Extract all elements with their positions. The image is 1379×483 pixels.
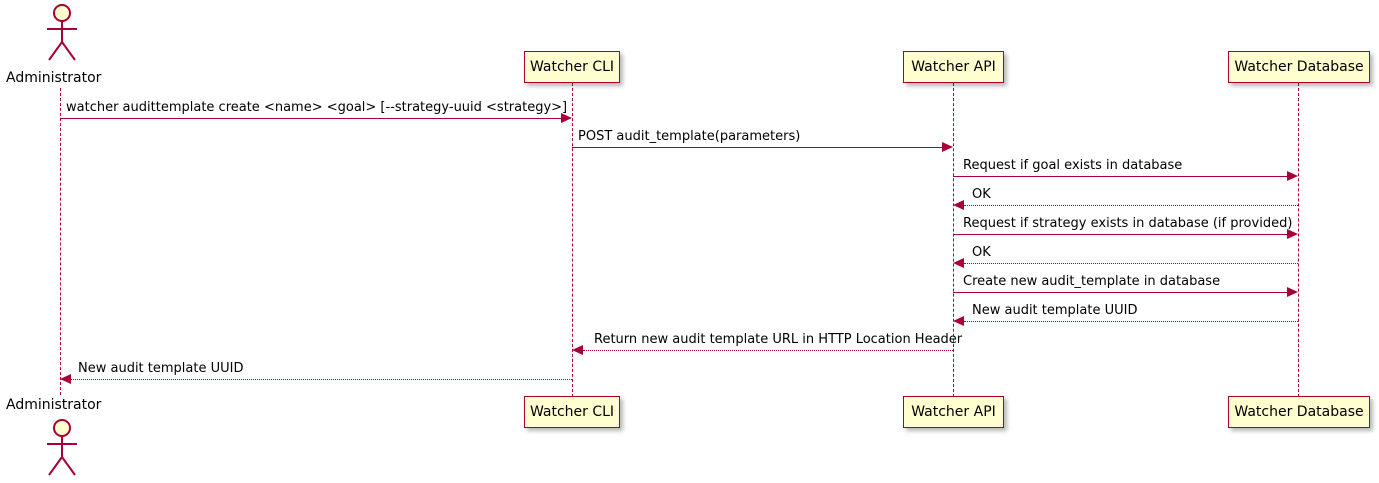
message-label-7: Create new audit_template in database <box>963 274 1221 289</box>
message-line-3 <box>953 176 1287 177</box>
message-arrowhead-7 <box>1287 287 1298 297</box>
participant-box-watcher-api-bottom[interactable]: Watcher API <box>903 396 1004 428</box>
message-label-1: watcher audittemplate create <name> <goa… <box>66 100 568 115</box>
participant-label-watcher-database-bottom: Watcher Database <box>1234 404 1364 420</box>
message-arrowhead-6 <box>953 258 964 268</box>
message-line-6 <box>964 263 1298 264</box>
actor-figure-administrator-top <box>47 4 77 61</box>
message-arrowhead-10 <box>60 374 71 384</box>
participant-label-administrator-bottom: Administrator <box>6 397 102 413</box>
message-line-4 <box>964 205 1298 206</box>
message-arrowhead-4 <box>953 200 964 210</box>
message-arrowhead-2 <box>942 142 953 152</box>
participant-box-watcher-api-top[interactable]: Watcher API <box>903 51 1004 83</box>
message-label-2: POST audit_template(parameters) <box>578 129 801 144</box>
message-line-1 <box>60 118 561 119</box>
message-line-7 <box>953 292 1287 293</box>
participant-label-watcher-database-top: Watcher Database <box>1234 59 1364 75</box>
lifeline-watcher-database <box>1298 83 1299 397</box>
message-line-9 <box>583 350 953 351</box>
lifeline-watcher-cli <box>572 83 573 397</box>
message-line-8 <box>964 321 1298 322</box>
message-arrowhead-3 <box>1287 171 1298 181</box>
message-arrowhead-9 <box>572 345 583 355</box>
participant-label-watcher-cli-bottom: Watcher CLI <box>529 404 615 420</box>
participant-label-watcher-api-bottom: Watcher API <box>911 404 996 420</box>
message-line-2 <box>572 147 942 148</box>
participant-label-administrator-top: Administrator <box>6 70 102 86</box>
message-arrowhead-5 <box>1287 229 1298 239</box>
message-arrowhead-1 <box>561 113 572 123</box>
message-label-8: New audit template UUID <box>972 303 1138 318</box>
message-label-4: OK <box>972 187 991 202</box>
lifeline-watcher-api <box>953 83 954 397</box>
lifeline-administrator <box>60 88 61 395</box>
participant-box-watcher-database-top[interactable]: Watcher Database <box>1228 51 1370 83</box>
message-arrowhead-8 <box>953 316 964 326</box>
participant-label-watcher-api-top: Watcher API <box>911 59 996 75</box>
participant-box-watcher-cli-top[interactable]: Watcher CLI <box>524 51 620 83</box>
message-line-10 <box>71 379 572 380</box>
message-label-10: New audit template UUID <box>78 361 244 376</box>
participant-box-watcher-cli-bottom[interactable]: Watcher CLI <box>524 396 620 428</box>
message-label-3: Request if goal exists in database <box>963 158 1183 173</box>
message-label-5: Request if strategy exists in database (… <box>963 216 1293 231</box>
participant-box-watcher-database-bottom[interactable]: Watcher Database <box>1228 396 1370 428</box>
message-label-9: Return new audit template URL in HTTP Lo… <box>594 332 963 347</box>
participant-label-watcher-cli-top: Watcher CLI <box>529 59 615 75</box>
message-label-6: OK <box>972 245 991 260</box>
actor-figure-administrator-bottom <box>47 419 77 476</box>
message-line-5 <box>953 234 1287 235</box>
